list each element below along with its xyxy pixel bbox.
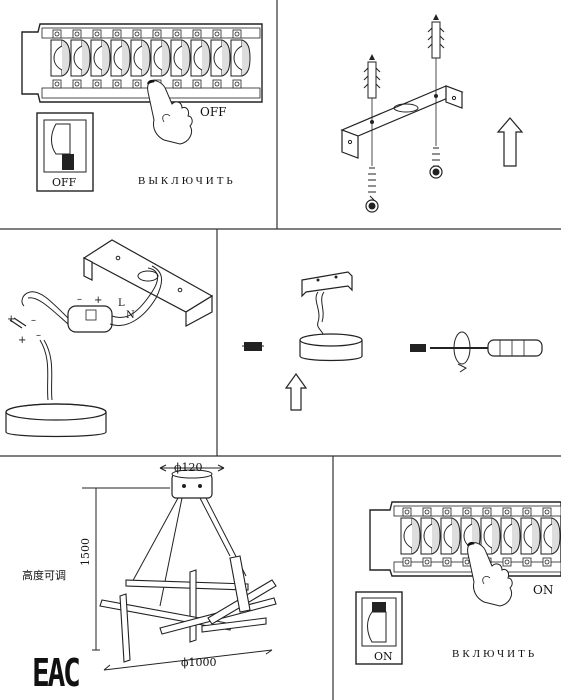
mounting-bracket-icon [340,85,464,159]
lamp-ring-icon [299,333,363,362]
bracket-icon [301,271,353,298]
on-lever-label: ON [533,583,554,597]
polarity-plus-a: + [7,314,16,325]
eac-mark-icon: EAC [32,651,81,695]
polarity-plus-b: + [18,335,27,346]
switch-off-icon [36,112,94,192]
panel-3-wiring [5,239,214,438]
panel-2-bracket [340,13,524,213]
rotate-icon [453,331,471,373]
lamp-ring-icon [5,403,107,438]
panel-6-switch-on [355,501,561,665]
live-wire-label: L [118,298,125,309]
switch-on-icon [355,591,403,665]
breaker-panel-icon [21,23,263,103]
driver-plus-label: + [94,295,103,306]
off-box-label: OFF [52,176,77,189]
switch-on-caption: ВКЛЮЧИТЬ [452,648,538,660]
screwdriver-icon [430,339,543,357]
pendant-lamp-icon [99,469,277,663]
neutral-wire-label: N [126,310,135,321]
panel-1-switch-off [21,23,263,192]
dimension-lines [82,464,273,671]
screw-icon [242,342,426,352]
on-box-label: ON [374,650,393,663]
polarity-minus-a: – [31,315,36,326]
driver-box-icon [67,305,113,333]
panel-5-dimensions [82,464,277,671]
up-arrow-icon [284,372,308,411]
wall-anchor-icon [363,13,445,99]
panel-4-mounting [242,271,543,411]
height-dimension-label: 1500 [79,538,92,566]
switch-off-caption: ВЫКЛЮЧИТЬ [138,175,236,187]
height-adjustable-label: 高度可调 [22,569,66,582]
up-arrow-icon [496,117,524,167]
driver-minus-label: – [77,294,82,305]
bracket-icon [82,239,214,328]
top-diameter-label: ϕ120 [174,461,203,474]
off-lever-label: OFF [200,105,227,119]
breaker-panel-icon [369,501,561,577]
diameter-label: ϕ1000 [181,656,217,669]
screw-icon [365,147,443,213]
polarity-minus-b: – [36,330,41,341]
